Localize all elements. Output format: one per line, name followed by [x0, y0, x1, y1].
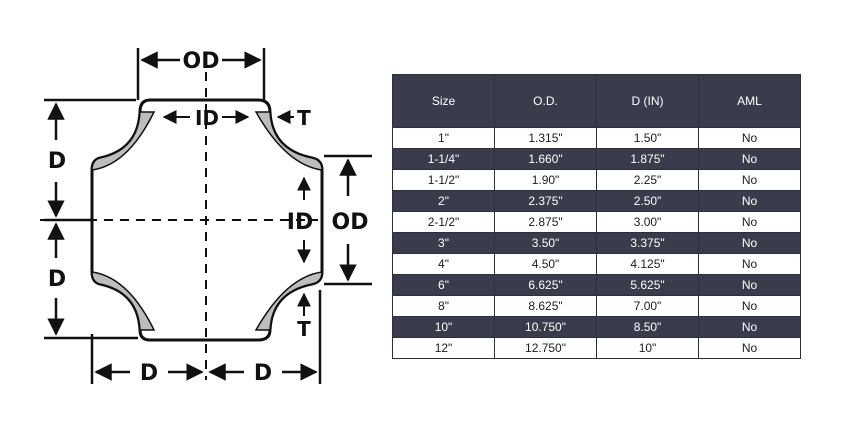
- header-od: O.D.: [494, 74, 597, 128]
- table-row: 3"3.50"3.375"No: [392, 232, 801, 254]
- size-spec-table: Size O.D. D (IN) AML 1"1.315"1.50"No 1-1…: [392, 74, 801, 359]
- cell-d: 7.00": [596, 295, 699, 317]
- cell-size: 1": [392, 127, 495, 149]
- cell-d: 8.50": [596, 316, 699, 338]
- id-right-label: ID: [287, 210, 313, 235]
- d-left-upper-label: D: [48, 149, 66, 174]
- cell-aml: No: [698, 148, 801, 170]
- table-row: 1"1.315"1.50"No: [392, 127, 801, 149]
- t-top-label: T: [297, 106, 311, 130]
- table-row: 10"10.750"8.50"No: [392, 316, 801, 338]
- cell-aml: No: [698, 211, 801, 233]
- table-row: 1-1/2"1.90"2.25"No: [392, 169, 801, 191]
- cell-aml: No: [698, 190, 801, 212]
- cell-d: 4.125": [596, 253, 699, 275]
- table-row: 2-1/2"2.875"3.00"No: [392, 211, 801, 233]
- table-row: 2"2.375"2.50"No: [392, 190, 801, 212]
- cell-d: 2.25": [596, 169, 699, 191]
- cell-size: 12": [392, 337, 495, 359]
- cell-aml: No: [698, 295, 801, 317]
- id-top-label: ID: [195, 106, 219, 130]
- d-bottom-right-label: D: [254, 361, 272, 386]
- od-top-dimension: [136, 48, 266, 100]
- cell-aml: No: [698, 316, 801, 338]
- cell-size: 4": [392, 253, 495, 275]
- table-header-row: Size O.D. D (IN) AML: [392, 74, 801, 128]
- cell-aml: No: [698, 253, 801, 275]
- wall-thickness-shading: [91, 111, 323, 331]
- od-right-label: OD: [332, 210, 369, 235]
- cell-aml: No: [698, 169, 801, 191]
- cell-od: 10.750": [494, 316, 597, 338]
- cell-aml: No: [698, 232, 801, 254]
- cell-od: 4.50": [494, 253, 597, 275]
- table-row: 6"6.625"5.625"No: [392, 274, 801, 296]
- d-left-lower-label: D: [48, 267, 66, 292]
- cell-d: 1.875": [596, 148, 699, 170]
- cell-aml: No: [698, 337, 801, 359]
- cell-od: 3.50": [494, 232, 597, 254]
- cell-aml: No: [698, 127, 801, 149]
- cell-od: 12.750": [494, 337, 597, 359]
- cell-d: 2.50": [596, 190, 699, 212]
- cell-od: 8.625": [494, 295, 597, 317]
- cell-d: 10": [596, 337, 699, 359]
- right-dimensions: [297, 154, 372, 316]
- d-left-dimension: [44, 98, 138, 340]
- od-top-label: OD: [183, 49, 220, 74]
- table-row: 8"8.625"7.00"No: [392, 295, 801, 317]
- cell-size: 3": [392, 232, 495, 254]
- header-d-in: D (IN): [596, 74, 699, 128]
- table-row: 12"12.750"10"No: [392, 337, 801, 359]
- cell-d: 3.375": [596, 232, 699, 254]
- cell-size: 10": [392, 316, 495, 338]
- d-bottom-left-label: D: [140, 361, 158, 386]
- cell-d: 3.00": [596, 211, 699, 233]
- table-row: 4"4.50"4.125"No: [392, 253, 801, 275]
- d-bottom-dimension: [90, 290, 322, 384]
- cell-aml: No: [698, 274, 801, 296]
- cell-size: 1-1/2": [392, 169, 495, 191]
- t-right-label: T: [297, 317, 311, 341]
- header-size: Size: [392, 74, 495, 128]
- cell-size: 2-1/2": [392, 211, 495, 233]
- cell-od: 6.625": [494, 274, 597, 296]
- cross-fitting-diagram: OD ID T D D ID OD T D D: [40, 48, 372, 386]
- cell-d: 5.625": [596, 274, 699, 296]
- cell-od: 1.90": [494, 169, 597, 191]
- cell-size: 1-1/4": [392, 148, 495, 170]
- cell-od: 1.315": [494, 127, 597, 149]
- cell-od: 1.660": [494, 148, 597, 170]
- cell-size: 6": [392, 274, 495, 296]
- cell-od: 2.375": [494, 190, 597, 212]
- cell-size: 8": [392, 295, 495, 317]
- cell-d: 1.50": [596, 127, 699, 149]
- header-aml: AML: [698, 74, 801, 128]
- cell-size: 2": [392, 190, 495, 212]
- cell-od: 2.875": [494, 211, 597, 233]
- table-row: 1-1/4"1.660"1.875"No: [392, 148, 801, 170]
